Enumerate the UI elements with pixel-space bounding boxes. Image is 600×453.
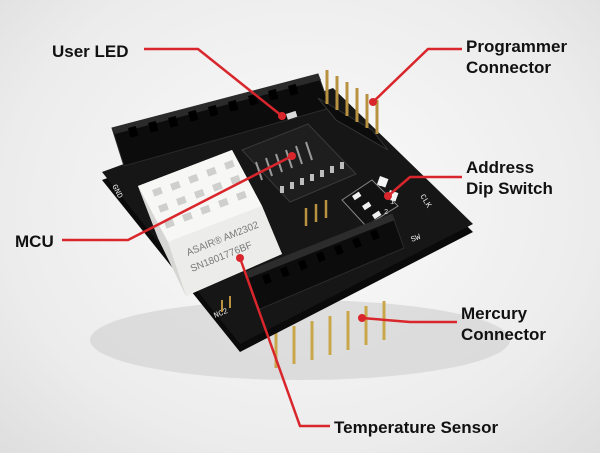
callout-mcu-text: MCU (15, 232, 54, 251)
mercury-connector (245, 213, 405, 311)
callout-address-dip-switch: Address Dip Switch (466, 157, 553, 199)
jumper-pins (304, 200, 328, 226)
callout-programmer-line2: Connector (466, 58, 551, 77)
callout-lines (62, 47, 462, 428)
callout-dots (236, 98, 392, 322)
callout-line-programmer (372, 47, 462, 103)
female-header-back (111, 73, 331, 167)
callout-user-led-text: User LED (52, 42, 129, 61)
dip-1-label: 1 (390, 199, 394, 207)
callout-programmer-line1: Programmer (466, 37, 568, 56)
callout-mercury-connector: Mercury Connector (461, 303, 546, 345)
dip-2-label: 2 (384, 209, 388, 217)
callout-line-mcu (62, 154, 293, 242)
callout-line-user-led (144, 47, 283, 117)
callout-mercury-line2: Connector (461, 325, 546, 344)
callout-address-line2: Dip Switch (466, 179, 553, 198)
callout-line-temperature (238, 257, 330, 428)
callout-temperature-sensor: Temperature Sensor (334, 417, 498, 438)
silk-marking: SW (410, 233, 422, 245)
programmer-connector (317, 70, 389, 151)
callout-line-address (387, 175, 462, 197)
callout-user-led: User LED (52, 41, 129, 62)
callout-temperature-text: Temperature Sensor (334, 418, 499, 437)
user-led (286, 110, 298, 120)
callout-line-mercury (361, 316, 457, 324)
board-shadow (90, 300, 510, 380)
callout-programmer-connector: Programmer Connector (466, 36, 567, 78)
callout-mcu: MCU (15, 231, 54, 252)
callout-address-line1: Address (466, 158, 535, 177)
callout-mercury-line1: Mercury (461, 304, 528, 323)
mcu-chip (241, 123, 357, 203)
